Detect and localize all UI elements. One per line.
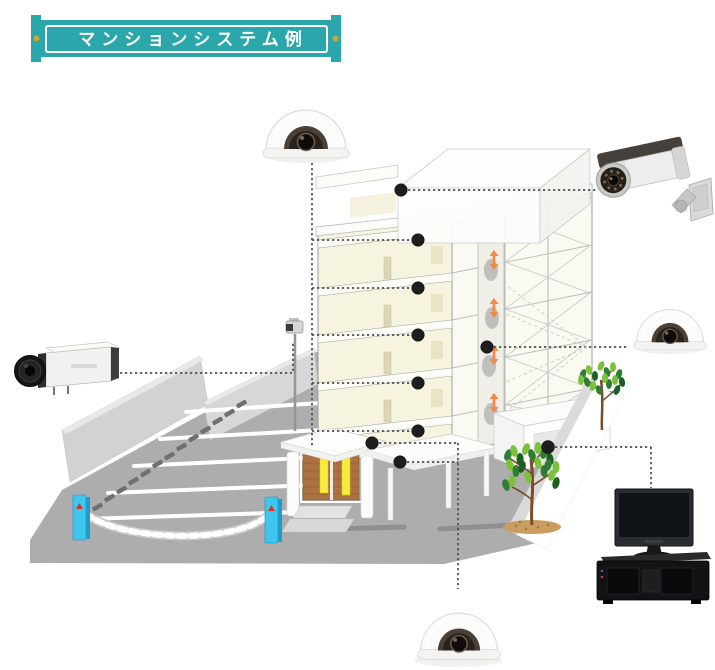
banner-stud-left	[33, 35, 40, 42]
chain-post-left	[72, 494, 90, 541]
dot-roof	[394, 183, 408, 197]
dot-stairs	[480, 340, 494, 354]
dot-floor5	[411, 233, 425, 247]
dome-camera-top-icon	[261, 108, 351, 165]
chain-gate	[72, 494, 282, 544]
banner-inner-border	[45, 25, 328, 53]
dot-storage	[541, 440, 555, 454]
dot-entrance	[365, 436, 379, 450]
entrance-light	[341, 454, 351, 496]
box-camera-icon	[14, 341, 121, 395]
dot-floor4	[411, 281, 425, 295]
monitor-icon	[614, 488, 694, 563]
entrance	[279, 427, 387, 533]
view-cone-lines	[505, 284, 588, 413]
apartment-building	[315, 148, 593, 464]
wheel-stops	[92, 399, 247, 512]
dome-camera-bottom-icon	[416, 611, 502, 666]
entrance-step	[292, 505, 353, 519]
tree-large	[502, 442, 561, 534]
entrance-step	[281, 518, 355, 533]
entrance-column	[286, 451, 300, 517]
dot-floor1	[411, 424, 425, 438]
title-banner: マンションシステム例	[31, 15, 341, 62]
roof-parapet	[315, 164, 399, 190]
recorder-icon	[596, 552, 711, 604]
dot-floor2	[411, 376, 425, 390]
monitor-screen	[619, 493, 689, 537]
banner-stud-right	[332, 35, 339, 42]
chain-post-right	[264, 496, 282, 544]
chain	[83, 511, 269, 539]
dot-floor3	[411, 328, 425, 342]
tree-small	[578, 361, 626, 431]
back-wall	[61, 347, 319, 483]
connection-lines	[120, 163, 652, 589]
camera-position-dots	[365, 183, 555, 469]
dot-walkway	[393, 455, 407, 469]
mulch	[503, 520, 561, 534]
penthouse	[396, 148, 592, 244]
entrance-column	[360, 455, 374, 519]
windows	[383, 246, 443, 423]
page-title: マンションシステム例	[78, 29, 308, 49]
bullet-camera-icon	[595, 136, 714, 222]
dome-camera-right-icon	[632, 308, 708, 356]
pole-camera	[285, 318, 304, 431]
